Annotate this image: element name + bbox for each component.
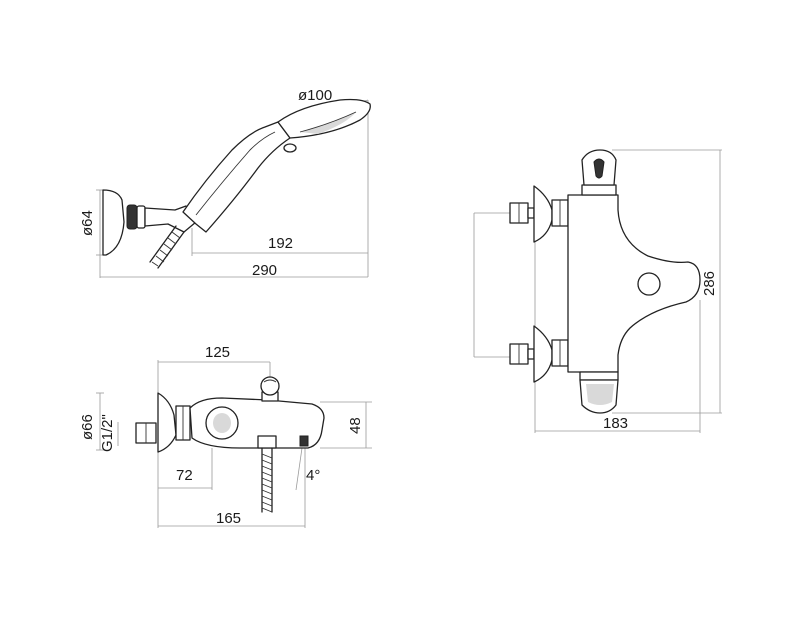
dim-label-290: 290 [252, 262, 277, 279]
dim-angle-line [295, 447, 303, 491]
handle-highlight [195, 131, 276, 216]
wall-bracket [102, 189, 125, 256]
dim-label-192: 192 [268, 235, 293, 252]
handshower-assembly: ø100 ø64 192 290 [79, 87, 371, 279]
body-mounting-hole [637, 272, 661, 296]
knob-indicator [593, 158, 605, 179]
upper-flange [533, 185, 553, 243]
body-port-inner [213, 413, 231, 433]
mixer-hose [261, 447, 273, 513]
dim-label-flange-diameter: ø66 [79, 414, 96, 440]
dim-label-head-diameter: ø100 [298, 87, 332, 104]
top-knob-ring [581, 184, 617, 196]
shower-hose [149, 225, 185, 269]
dim-label-bracket-diameter: ø64 [79, 210, 96, 236]
head-spray-face [300, 112, 356, 134]
dim-label-183: 183 [603, 415, 628, 432]
dim-label-angle: 4° [306, 467, 320, 484]
bottom-knob-shading [586, 384, 614, 405]
spout-aerator [299, 435, 309, 447]
handshower-head [277, 98, 371, 139]
handshower-handle [182, 121, 291, 233]
lower-flange [533, 325, 553, 383]
bath-mixer-side-view: 125 ø66 G1/2" 48 72 4° 165 [79, 344, 372, 528]
bracket-collar [136, 205, 146, 229]
bracket-ring [126, 204, 138, 230]
dim-label-165: 165 [216, 510, 241, 527]
dim-label-thread: G1/2" [99, 414, 116, 452]
dim-label-286: 286 [701, 271, 718, 296]
wall-flange [157, 392, 177, 453]
hose-nut [257, 435, 277, 449]
dim-label-125: 125 [205, 344, 230, 361]
head-face-line [299, 111, 357, 133]
handle-button [283, 143, 297, 153]
dim-label-48: 48 [347, 417, 364, 434]
dim-label-72: 72 [176, 467, 193, 484]
thermostatic-mixer-front-view: 286 183 [473, 149, 722, 433]
mixer-main-body [567, 194, 701, 373]
bottom-knob-ring [579, 371, 619, 381]
